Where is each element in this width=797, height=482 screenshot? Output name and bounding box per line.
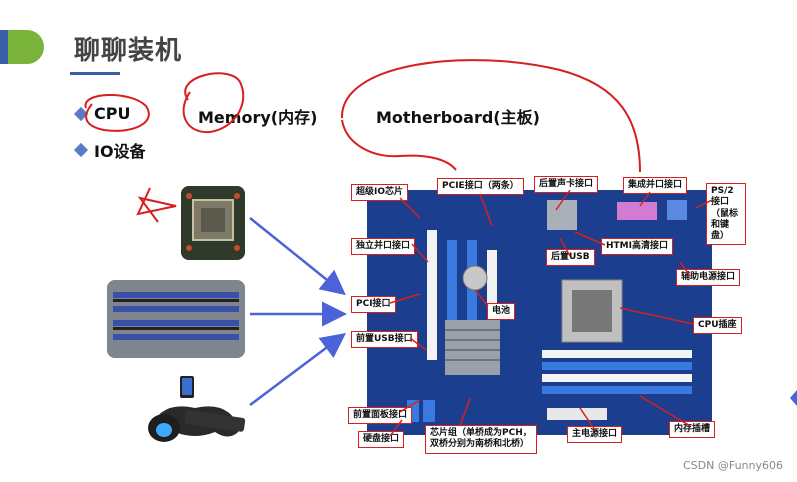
- bullet-cpu-label: CPU: [94, 104, 131, 123]
- callout-main-power: 主电源接口: [567, 426, 623, 444]
- callout-front-usb: 前置USB接口: [351, 331, 418, 349]
- callout-memory-slot: 内存插槽: [669, 421, 716, 439]
- motherboard-illustration: [367, 190, 712, 435]
- slide-title: 聊聊装机: [74, 36, 183, 66]
- io-devices-photo: [140, 370, 250, 452]
- title-accent-tab: [0, 30, 44, 64]
- callout-chipset: 芯片组（单桥成为PCH，双桥分别为南桥和北桥）: [425, 425, 537, 454]
- callout-aux-power: 辅助电源接口: [676, 269, 741, 287]
- bullet-motherboard-label: Motherboard(主板): [376, 108, 540, 127]
- title-underline: [70, 72, 120, 75]
- callout-cpu-socket: CPU插座: [693, 317, 742, 335]
- callout-hdmi: HTMI高清接口: [601, 238, 673, 256]
- cpu-socket-illustration: [181, 186, 245, 260]
- callout-standalone-parallel: 独立并口接口: [351, 238, 416, 256]
- memory-slots-illustration: [107, 280, 245, 358]
- memory-hand-circle: [182, 72, 245, 134]
- io-devices-illustration: [148, 376, 246, 442]
- callout-parallel: 集成并口接口: [623, 177, 688, 195]
- callout-rear-usb: 后置USB: [546, 249, 595, 267]
- motherboard-hand-arc: [340, 59, 641, 173]
- motherboard-image: [367, 190, 712, 435]
- callout-rear-card: 后置声卡接口: [534, 176, 599, 194]
- callout-super-io: 超级IO芯片: [351, 184, 408, 202]
- bullet-memory-label: Memory(内存): [198, 108, 318, 127]
- bullet-io-label: IO设备: [94, 142, 146, 161]
- io-arrow: [249, 333, 346, 406]
- slide-corner-marker: [790, 390, 797, 406]
- callout-hdd: 硬盘接口: [358, 431, 405, 449]
- cpu-arrow: [249, 217, 346, 296]
- callout-pci: PCI接口: [351, 296, 396, 314]
- memory-slots-photo: [107, 280, 245, 358]
- motherboard-hand-tail: [341, 119, 457, 171]
- cpu-hand-circle: [84, 94, 150, 132]
- watermark: CSDN @Funny606: [682, 459, 783, 472]
- cpu-hand-star: [136, 187, 177, 223]
- cpu-socket-photo: [181, 186, 245, 260]
- bullet-cpu: CPU: [73, 104, 131, 123]
- bullet-io: IO设备: [73, 138, 146, 162]
- callout-ps2: PS/2接口（鼠标和键盘）: [706, 183, 746, 246]
- callout-front-panel: 前置面板接口: [348, 407, 413, 425]
- callout-pointer-lines: [389, 189, 713, 437]
- callout-battery: 电池: [487, 303, 516, 321]
